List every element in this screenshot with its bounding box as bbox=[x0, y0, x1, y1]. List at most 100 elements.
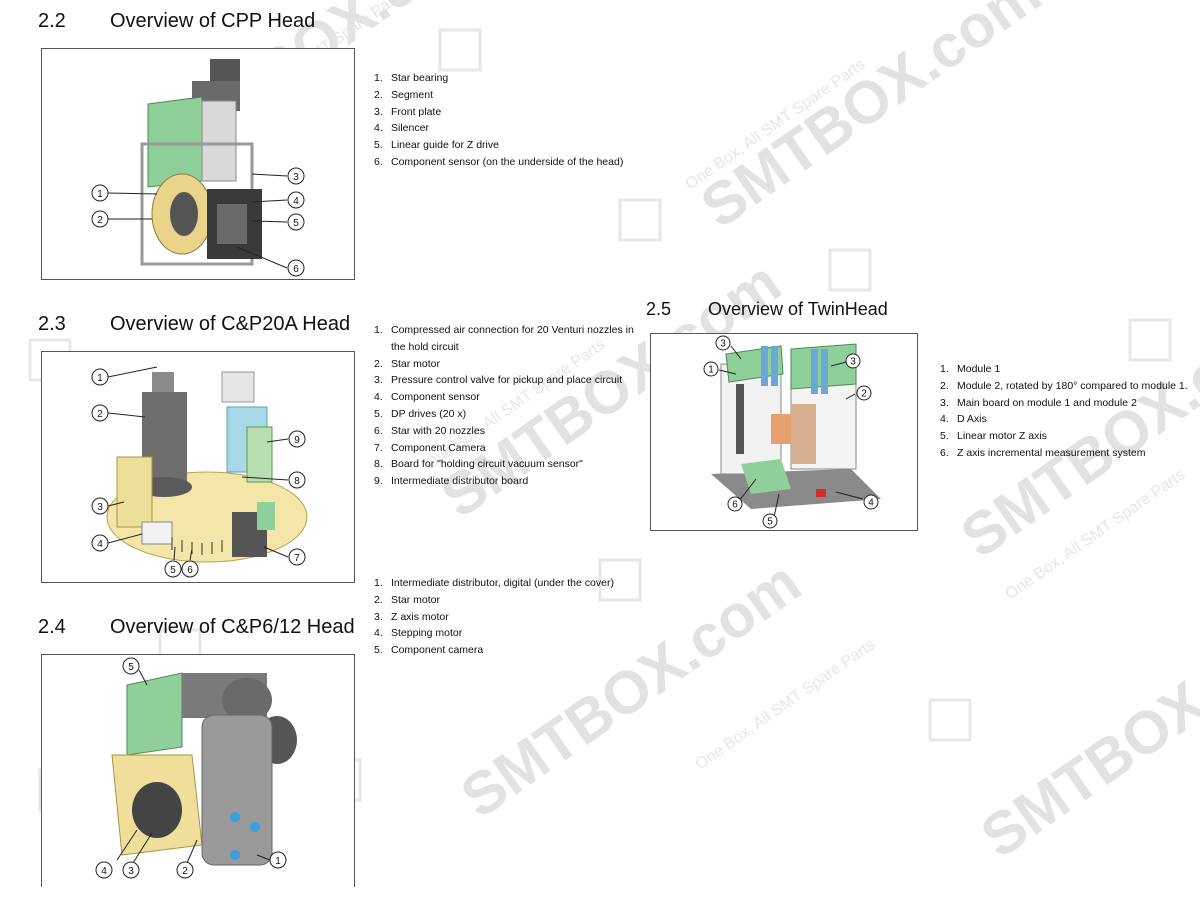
svg-text:6: 6 bbox=[187, 565, 193, 576]
list-item: 8.Board for "holding circuit vacuum sens… bbox=[374, 458, 583, 471]
svg-text:3: 3 bbox=[97, 502, 103, 513]
section-title: Overview of C&P6/12 Head bbox=[110, 616, 355, 638]
svg-text:3: 3 bbox=[720, 339, 726, 350]
svg-text:3: 3 bbox=[128, 866, 134, 877]
list-item: 1.Compressed air connection for 20 Ventu… bbox=[374, 324, 634, 336]
list-item: 4.Silencer bbox=[374, 122, 429, 135]
svg-text:5: 5 bbox=[293, 218, 299, 229]
callout-3: 3 bbox=[287, 167, 305, 185]
callout-7: 7 bbox=[288, 548, 306, 566]
svg-text:1: 1 bbox=[275, 856, 281, 867]
svg-text:3: 3 bbox=[850, 357, 856, 368]
list-item: 6.Component sensor (on the underside of … bbox=[374, 155, 624, 168]
section-title: Overview of TwinHead bbox=[708, 299, 888, 319]
watermark-tagline: One Box, All SMT Spare Parts bbox=[693, 636, 879, 773]
callout-1: 1 bbox=[91, 368, 109, 386]
callout-5: 5 bbox=[287, 213, 305, 231]
svg-text:5: 5 bbox=[170, 565, 176, 576]
svg-text:2: 2 bbox=[861, 389, 867, 400]
callout-3: 3 bbox=[715, 335, 731, 351]
list-item: 5.Linear motor Z axis bbox=[940, 430, 1047, 443]
cp20a-head-illustration bbox=[106, 371, 308, 563]
list-item: 7.Component Camera bbox=[374, 441, 486, 454]
list-item: 5.Component camera bbox=[374, 644, 484, 657]
callout-5: 5 bbox=[762, 513, 778, 529]
callout-6: 6 bbox=[727, 496, 743, 512]
callout-4: 4 bbox=[91, 534, 109, 552]
svg-text:4: 4 bbox=[97, 539, 103, 550]
list-item: 3.Front plate bbox=[374, 105, 442, 118]
callout-4: 4 bbox=[287, 191, 305, 209]
svg-text:8: 8 bbox=[294, 476, 300, 487]
list-item: 4.Stepping motor bbox=[374, 627, 463, 640]
svg-text:6: 6 bbox=[293, 264, 299, 275]
svg-text:2: 2 bbox=[97, 409, 103, 420]
svg-text:7: 7 bbox=[294, 553, 300, 564]
list-item: 1.Module 1 bbox=[940, 363, 1001, 375]
svg-text:2: 2 bbox=[97, 215, 103, 226]
watermark-brand: SMTBOX.com bbox=[969, 588, 1200, 870]
callout-2: 2 bbox=[176, 861, 194, 879]
callout-2: 2 bbox=[91, 210, 109, 228]
svg-text:5: 5 bbox=[128, 662, 134, 673]
svg-text:5: 5 bbox=[767, 517, 773, 528]
svg-text:4: 4 bbox=[293, 196, 299, 207]
section-title: Overview of C&P20A Head bbox=[110, 313, 351, 335]
watermark-brand: SMTBOX.com bbox=[689, 0, 1052, 241]
callout-3: 3 bbox=[122, 861, 140, 879]
callout-9: 9 bbox=[288, 430, 306, 448]
list-item: 5.DP drives (20 x) bbox=[374, 407, 467, 420]
svg-text:3: 3 bbox=[293, 172, 299, 183]
twinhead-parts-list: 1.Module 1 2.Module 2, rotated by 180° c… bbox=[940, 361, 1195, 462]
list-item: 1.Intermediate distributor, digital (und… bbox=[374, 577, 614, 589]
list-item: 5.Linear guide for Z drive bbox=[374, 139, 499, 152]
callout-6: 6 bbox=[287, 259, 305, 277]
section-number: 2.5 bbox=[646, 299, 672, 319]
callout-1: 1 bbox=[703, 361, 719, 377]
cpp-head-illustration bbox=[140, 59, 262, 266]
callout-1: 1 bbox=[269, 851, 287, 869]
list-item: 3.Pressure control valve for pickup and … bbox=[374, 374, 623, 387]
svg-text:4: 4 bbox=[868, 498, 874, 509]
section-number: 2.3 bbox=[38, 313, 66, 335]
svg-text:1: 1 bbox=[97, 189, 103, 200]
cp20a-head-figure: 1 2 3 4 5 6 7 8 9 bbox=[41, 351, 355, 583]
list-item: 2.Segment bbox=[374, 88, 434, 101]
callout-3: 3 bbox=[91, 497, 109, 515]
list-item: 4.D Axis bbox=[940, 413, 987, 426]
svg-text:1: 1 bbox=[708, 365, 714, 376]
callout-5: 5 bbox=[122, 657, 140, 675]
section-number: 2.2 bbox=[38, 10, 66, 32]
list-item: 6.Star with 20 nozzles bbox=[374, 424, 485, 437]
watermark-tagline: One Box, All SMT Spare Parts bbox=[1003, 466, 1189, 603]
svg-text:1: 1 bbox=[97, 373, 103, 384]
list-item: 2.Star motor bbox=[374, 357, 441, 370]
list-item: 2.Star motor bbox=[374, 593, 441, 606]
cp612-head-figure: 5 4 3 2 1 bbox=[41, 654, 355, 887]
list-item: 4.Component sensor bbox=[374, 391, 480, 404]
twinhead-illustration bbox=[711, 343, 881, 509]
svg-text:6: 6 bbox=[732, 500, 738, 511]
callout-8: 8 bbox=[288, 471, 306, 489]
cpp-head-parts-list: 1.Star bearing 2.Segment 3.Front plate 4… bbox=[374, 70, 654, 171]
list-item: 3.Main board on module 1 and module 2 bbox=[940, 396, 1137, 409]
section-number: 2.4 bbox=[38, 616, 66, 638]
cpp-head-figure: 1 2 3 4 5 6 bbox=[41, 48, 355, 280]
callout-2: 2 bbox=[856, 385, 872, 401]
cp20a-head-parts-list: 1.Compressed air connection for 20 Ventu… bbox=[374, 322, 644, 490]
callout-6: 6 bbox=[181, 560, 199, 578]
list-item: 1.Star bearing bbox=[374, 72, 449, 84]
callout-5: 5 bbox=[164, 560, 182, 578]
callout-2: 2 bbox=[91, 404, 109, 422]
callout-4: 4 bbox=[863, 494, 879, 510]
section-title: Overview of CPP Head bbox=[110, 10, 316, 32]
twinhead-figure: 3 1 3 2 4 6 5 bbox=[650, 333, 918, 531]
callout-4: 4 bbox=[95, 861, 113, 879]
callout-1: 1 bbox=[91, 184, 109, 202]
svg-text:9: 9 bbox=[294, 435, 300, 446]
list-item: 6.Z axis incremental measurement system bbox=[940, 446, 1146, 459]
watermark-tagline: One Box, All SMT Spare Parts bbox=[683, 56, 869, 193]
list-item: 2.Module 2, rotated by 180° compared to … bbox=[940, 379, 1188, 392]
svg-text:2: 2 bbox=[182, 866, 188, 877]
cp612-head-illustration bbox=[111, 672, 297, 866]
